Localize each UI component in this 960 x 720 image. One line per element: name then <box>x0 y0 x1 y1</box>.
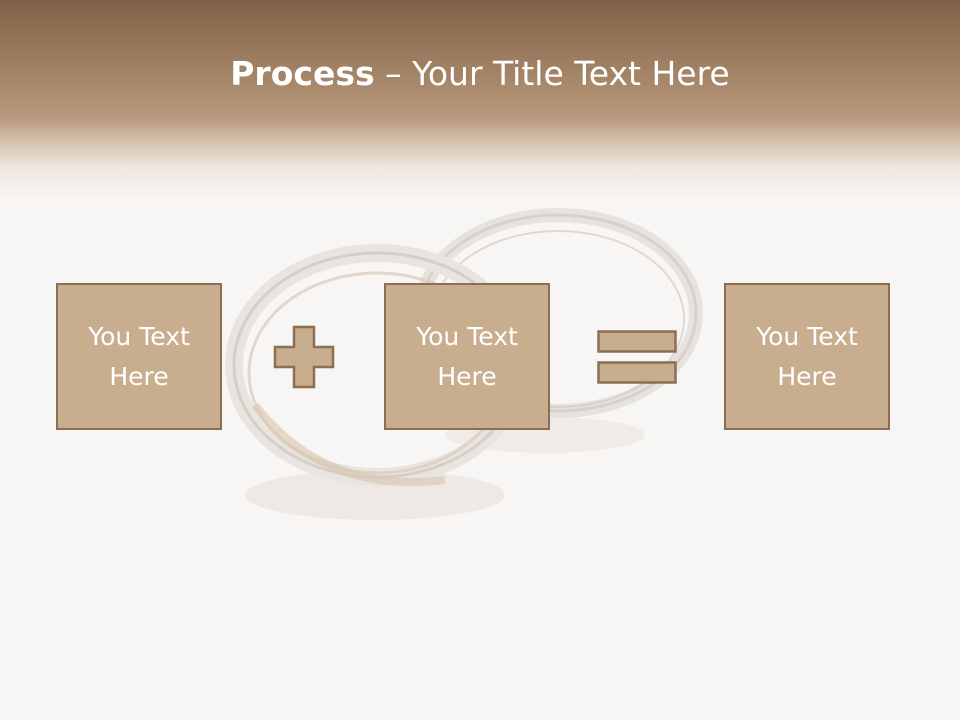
header-band <box>0 0 960 200</box>
title-rest: – Your Title Text Here <box>374 54 730 93</box>
process-box-3-text: You Text Here <box>756 321 858 391</box>
process-box-3[interactable]: You Text Here <box>724 283 890 430</box>
slide-title: Process – Your Title Text Here <box>0 52 960 96</box>
process-box-1[interactable]: You Text Here <box>56 283 222 430</box>
title-bold: Process <box>230 54 375 93</box>
process-box-1-text: You Text Here <box>88 321 190 391</box>
process-box-2-text: You Text Here <box>416 321 518 391</box>
equals-icon <box>597 330 677 384</box>
process-box-2[interactable]: You Text Here <box>384 283 550 430</box>
plus-icon <box>273 325 335 389</box>
